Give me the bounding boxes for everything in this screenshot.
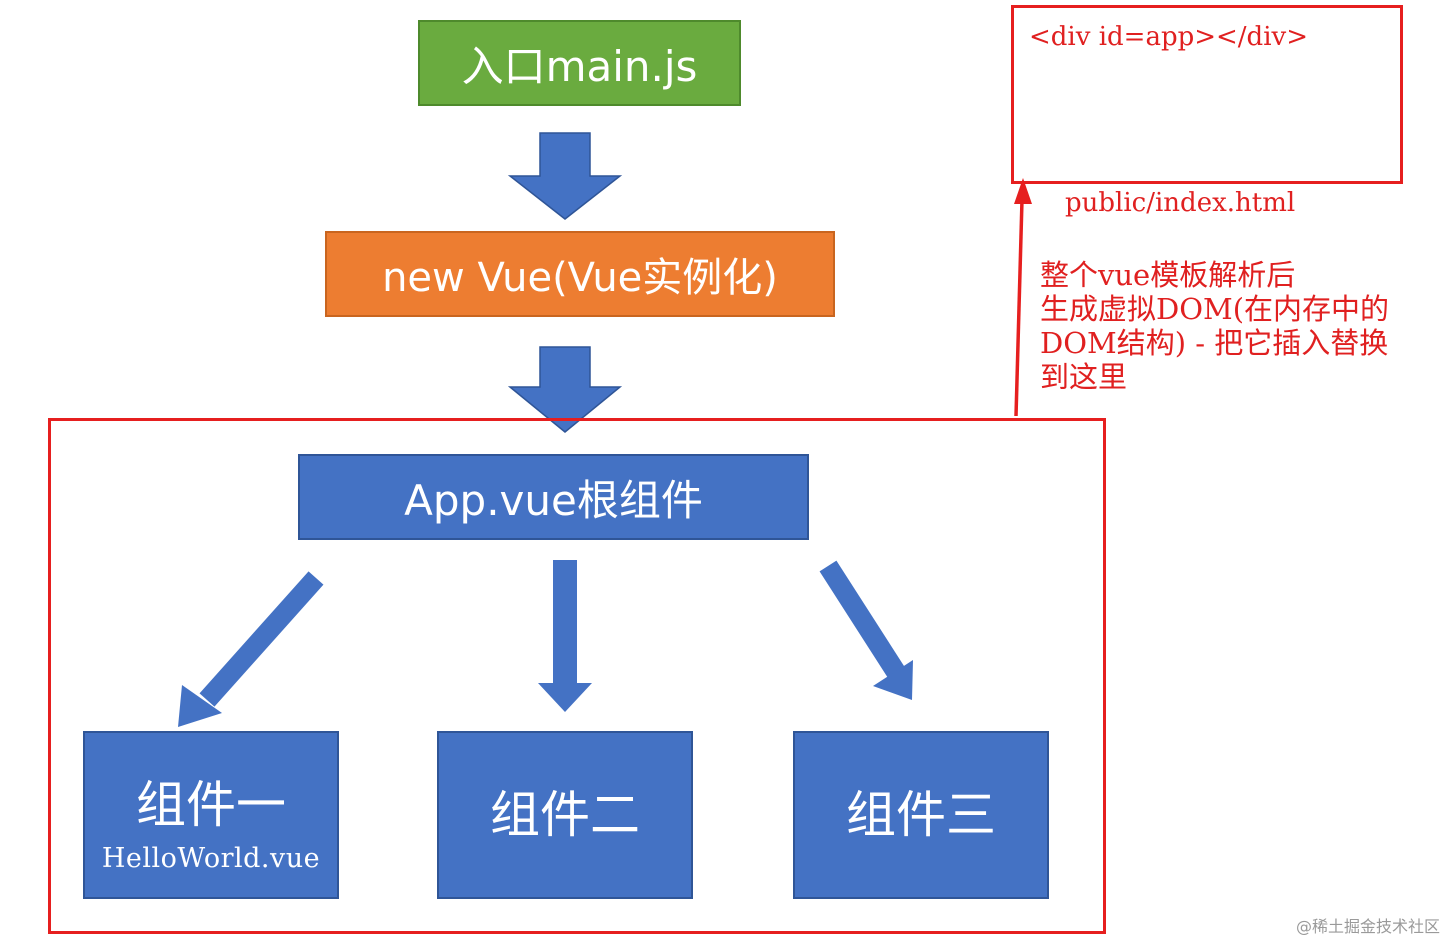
component-one-label: 组件一: [136, 776, 286, 834]
app-root-label: App.vue根组件: [404, 475, 703, 525]
insert-arrow-icon: [1014, 178, 1032, 417]
entry-label: 入口main.js: [461, 41, 698, 91]
component-three-label: 组件三: [846, 785, 996, 844]
vue-instance-label: new Vue(Vue实例化): [382, 255, 778, 301]
component-one-filename: HelloWorld.vue: [101, 843, 321, 874]
arrow-down-left-icon: [178, 571, 324, 727]
component-two-node: 组件二: [437, 731, 693, 899]
html-mount-code: <div id=app></div>: [1029, 22, 1308, 52]
annotation-line: 到这里: [1040, 360, 1128, 394]
index-html-frame: [1011, 5, 1403, 184]
component-one-node: 组件一 HelloWorld.vue: [83, 731, 339, 899]
entry-main-js-node: 入口main.js: [418, 20, 741, 106]
arrow-down-icon: [507, 132, 623, 220]
annotation-line: DOM结构) - 把它插入替换: [1040, 326, 1389, 360]
component-two-label: 组件二: [490, 785, 640, 844]
app-root-component-node: App.vue根组件: [298, 454, 809, 540]
component-three-node: 组件三: [793, 731, 1049, 899]
annotation-line: 生成虚拟DOM(在内存中的: [1040, 292, 1390, 326]
arrow-down-right-icon: [819, 560, 913, 700]
vue-instance-node: new Vue(Vue实例化): [325, 231, 835, 317]
arrow-down-icon: [538, 560, 592, 712]
index-html-path: public/index.html: [1065, 188, 1296, 218]
virtual-dom-annotation: 整个vue模板解析后 生成虚拟DOM(在内存中的 DOM结构) - 把它插入替换…: [1040, 258, 1440, 394]
arrow-down-icon: [507, 346, 623, 433]
watermark: @稀土掘金技术社区: [1295, 917, 1440, 936]
app-mount-highlight-frame: [48, 418, 1106, 934]
annotation-line: 整个vue模板解析后: [1040, 258, 1296, 292]
